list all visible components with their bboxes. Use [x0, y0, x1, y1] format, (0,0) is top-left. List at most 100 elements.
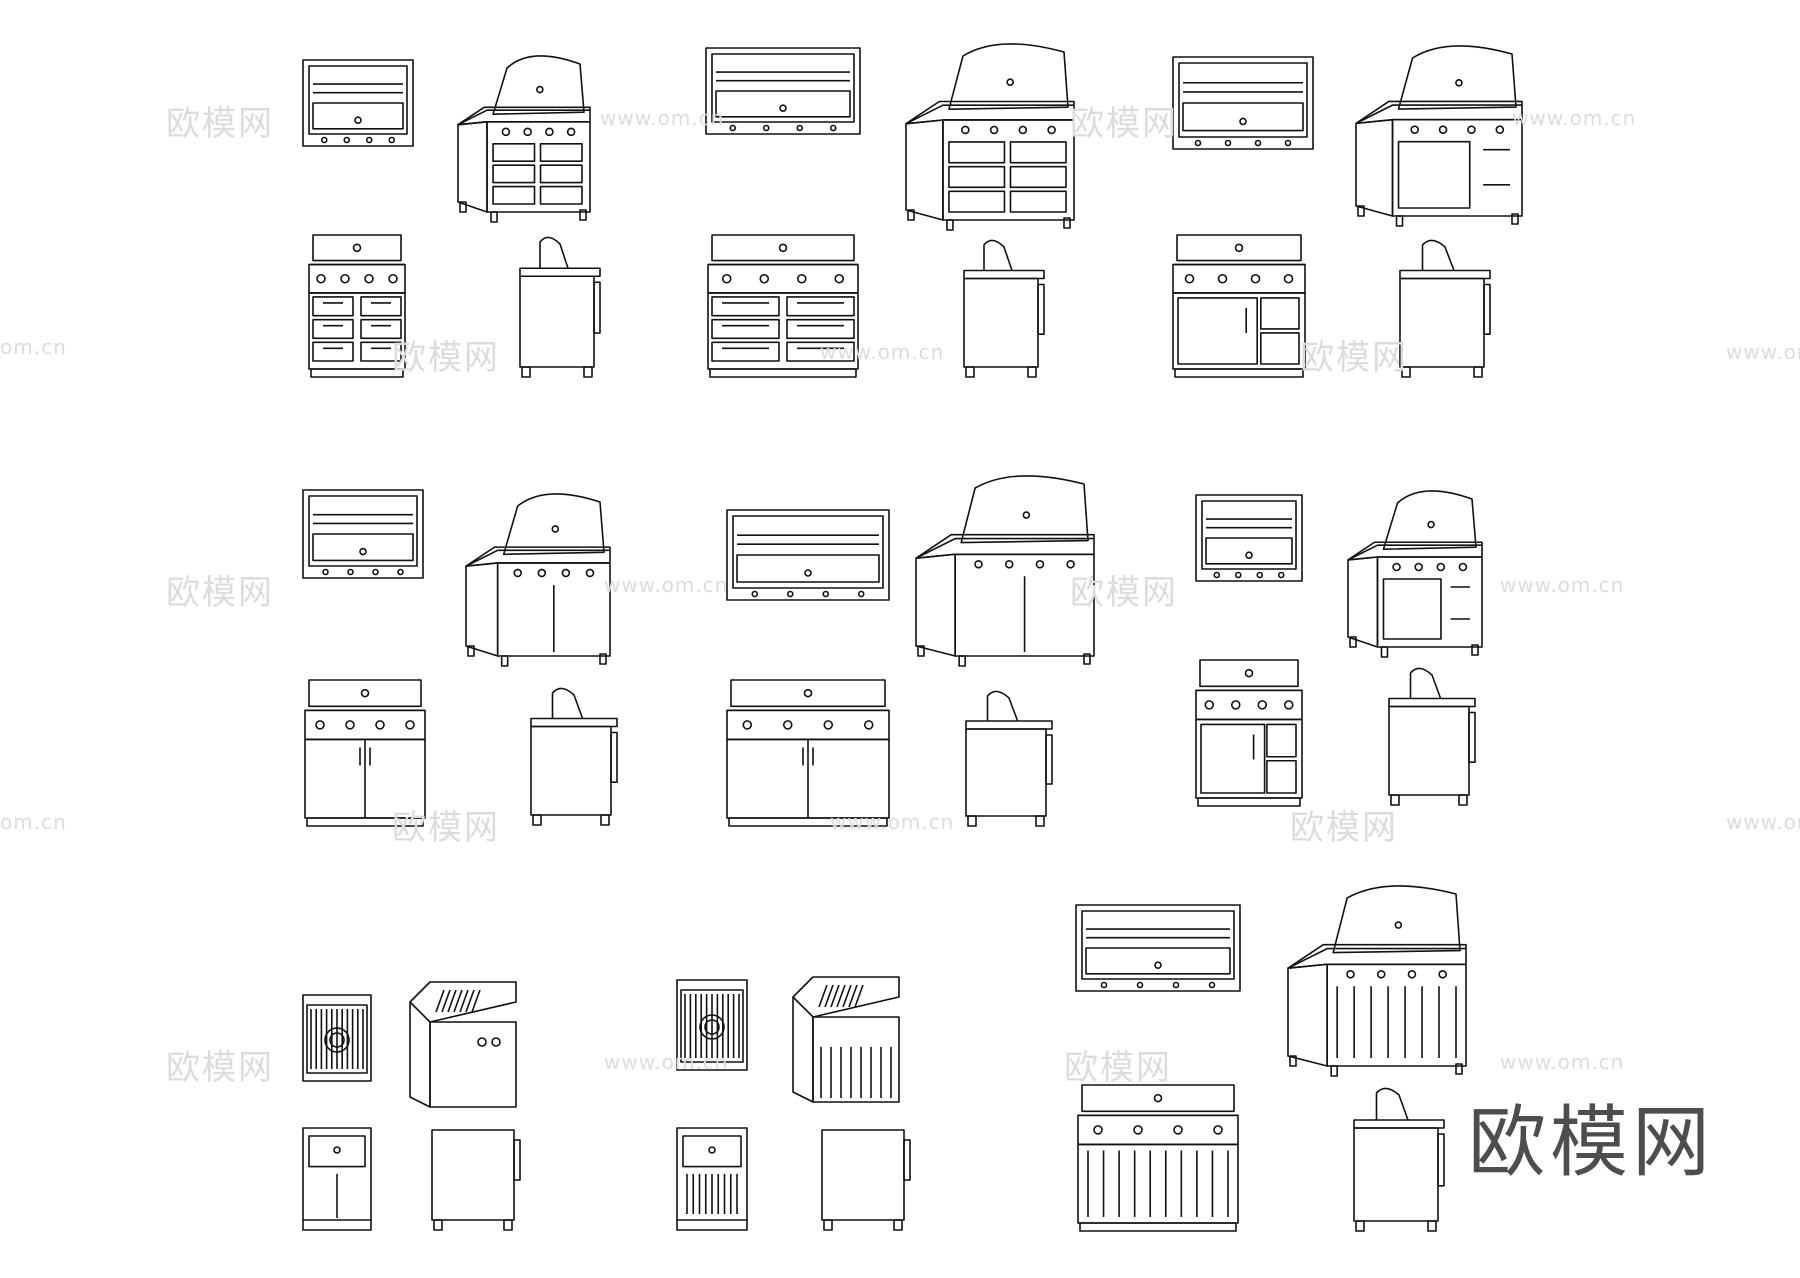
drawer-front — [312, 341, 354, 362]
iso-side-face — [1287, 963, 1328, 1067]
grill-box — [736, 554, 880, 583]
cabinet-base — [709, 368, 857, 378]
iso-view — [915, 475, 1095, 667]
top-outline — [1195, 494, 1303, 582]
leg — [490, 211, 498, 223]
burner-knob-icon — [857, 590, 865, 598]
counter-profile — [1399, 269, 1491, 280]
cabinet-base — [1079, 1222, 1237, 1232]
burner-knob-icon — [1250, 273, 1261, 284]
burner-knob-icon — [1254, 139, 1262, 147]
iso-top-edge — [457, 109, 590, 126]
top-view — [1075, 904, 1241, 992]
iso-top-edge — [465, 549, 610, 567]
iso-drawer — [492, 185, 536, 205]
drawer-front — [786, 296, 855, 317]
grate-bar — [453, 989, 463, 1013]
leg — [500, 655, 509, 667]
leg — [967, 815, 977, 827]
leg — [1511, 213, 1519, 225]
drawer-front — [711, 341, 780, 362]
knob-profile — [1468, 711, 1476, 764]
burner-knob-icon — [388, 136, 396, 144]
logo-mark-icon — [1153, 1093, 1163, 1103]
burner-knob-icon — [708, 1146, 716, 1154]
knob-profile — [593, 281, 601, 334]
burner-outline — [302, 994, 372, 1082]
burner-knob-icon — [1283, 700, 1294, 710]
logo-mark-icon — [1234, 243, 1244, 253]
iso-counter — [905, 100, 1075, 125]
grate-bar — [459, 989, 469, 1013]
burner-knob-icon — [1224, 139, 1232, 147]
cabinet-body — [1195, 718, 1303, 799]
top-inner — [308, 495, 418, 567]
burner-knob-icon — [1230, 700, 1241, 710]
iso-drawer — [1009, 141, 1067, 164]
iso-side-face — [457, 121, 488, 213]
grate-bar — [441, 989, 451, 1013]
leg — [823, 1219, 833, 1231]
logo-mark-icon — [1239, 117, 1247, 126]
knob-profile — [513, 1139, 521, 1181]
logo-mark-icon — [1244, 668, 1254, 678]
leg — [1458, 794, 1468, 806]
iso-drawer — [492, 143, 536, 163]
front-view — [308, 234, 406, 378]
iso-side-face — [915, 553, 956, 657]
burner-outline — [676, 979, 748, 1071]
burner-knob-icon — [1173, 1125, 1183, 1135]
access-door — [1200, 723, 1266, 794]
iso-side-face — [465, 562, 499, 657]
iso-drawer — [492, 164, 536, 184]
burner-knob-icon — [388, 273, 398, 284]
iso-side-face — [1355, 118, 1394, 217]
burner-knob-icon — [782, 720, 793, 730]
top-outline — [302, 489, 424, 579]
leg — [1471, 644, 1479, 656]
burner-knob-icon — [523, 127, 532, 137]
top-outline — [302, 59, 414, 147]
burner-iso-top — [409, 981, 517, 1023]
burner-knob-icon — [1414, 562, 1423, 572]
burner-knob-icon — [823, 720, 834, 730]
burner-knob-icon — [786, 590, 794, 598]
burner-knob-icon — [1467, 125, 1476, 135]
iso-hood — [1397, 45, 1517, 110]
burner-knob-icon — [1436, 562, 1446, 572]
logo-mark-icon — [1022, 511, 1031, 519]
leg — [1390, 794, 1400, 806]
burner-iso-side — [409, 1002, 431, 1108]
logo-mark-icon — [778, 243, 788, 253]
hood-profile — [986, 690, 1019, 722]
burner-knob-icon — [1392, 562, 1401, 572]
leg — [917, 645, 925, 657]
iso-top-edge — [1355, 104, 1522, 125]
burner-iso-front — [812, 1016, 900, 1103]
burner-knob-icon — [561, 568, 571, 578]
burner-knob-icon — [343, 136, 351, 144]
burner-knob-icon — [1184, 273, 1195, 284]
leg — [433, 1219, 443, 1231]
burner-front-panel — [682, 1135, 742, 1168]
side-view — [519, 236, 601, 378]
leg — [1289, 1055, 1297, 1067]
burner-knob-icon — [1047, 125, 1056, 135]
leg — [503, 1219, 513, 1231]
iso-view — [1347, 490, 1483, 658]
grate-bar — [471, 989, 481, 1013]
burner-top-view — [676, 979, 748, 1071]
top-outline — [1075, 904, 1241, 992]
burner-knob-icon — [1376, 969, 1386, 979]
grill-box — [1085, 947, 1231, 975]
burner-iso-side — [792, 997, 814, 1103]
burner-knob-icon — [545, 127, 554, 137]
front-view — [1172, 234, 1306, 378]
logo-mark-icon — [1245, 551, 1253, 560]
cabinet-base — [310, 368, 404, 378]
leg — [1349, 636, 1357, 648]
drawer-front — [360, 341, 402, 362]
burner-knob-icon — [796, 273, 807, 284]
burner-knob-icon — [340, 273, 350, 284]
logo-mark-icon — [1455, 78, 1463, 87]
